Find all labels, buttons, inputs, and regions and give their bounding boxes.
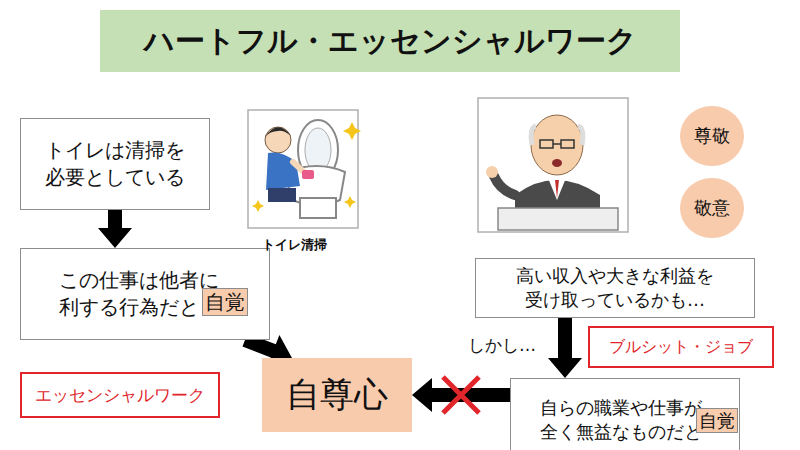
node-text: エッセンシャルワーク <box>35 384 205 407</box>
process-box: 高い収入や大きな利益を 受け取っているかも… <box>475 258 755 318</box>
toilet-cleaning-illustration <box>248 110 361 228</box>
highlight-tag: 自覚 <box>696 408 738 433</box>
block-arrow <box>412 378 510 412</box>
title-band: ハートフル・エッセンシャルワーク <box>100 10 680 72</box>
block-arrow <box>548 318 582 378</box>
process-box: トイレは清掃を 必要としている <box>20 118 210 210</box>
node-text: 尊敬 <box>694 124 730 148</box>
node-text: 高い収入や大きな利益を 受け取っているかも… <box>512 264 718 313</box>
speaker-illustration <box>478 98 628 232</box>
node-text: 自尊心 <box>286 372 388 418</box>
node-text: 自覚 <box>699 409 735 432</box>
node-text: 自覚 <box>205 289 245 315</box>
node-text: ブルシット・ジョブ <box>609 336 753 358</box>
category-box: エッセンシャルワーク <box>20 372 220 418</box>
process-box: この仕事は他者に 利する行為だと自覚 <box>20 248 270 340</box>
illustration-caption: トイレ清掃 <box>262 236 327 254</box>
note-label: しかし… <box>468 334 536 357</box>
node-text: 敬意 <box>694 196 730 220</box>
value-circle: 尊敬 <box>680 106 744 166</box>
value-circle: 敬意 <box>680 178 744 238</box>
node-text: 自らの職業や仕事が 全く無益なものだと <box>540 396 710 445</box>
category-box: ブルシット・ジョブ <box>588 326 774 368</box>
highlight-tag: 自覚 <box>202 288 248 316</box>
process-box: 自らの職業や仕事が 全く無益なものだと自覚 <box>510 378 740 450</box>
node-text: トイレは清掃を 必要としている <box>40 137 190 191</box>
result-box: 自尊心 <box>262 358 412 432</box>
cross-mark <box>443 377 479 413</box>
block-arrow <box>98 210 132 248</box>
